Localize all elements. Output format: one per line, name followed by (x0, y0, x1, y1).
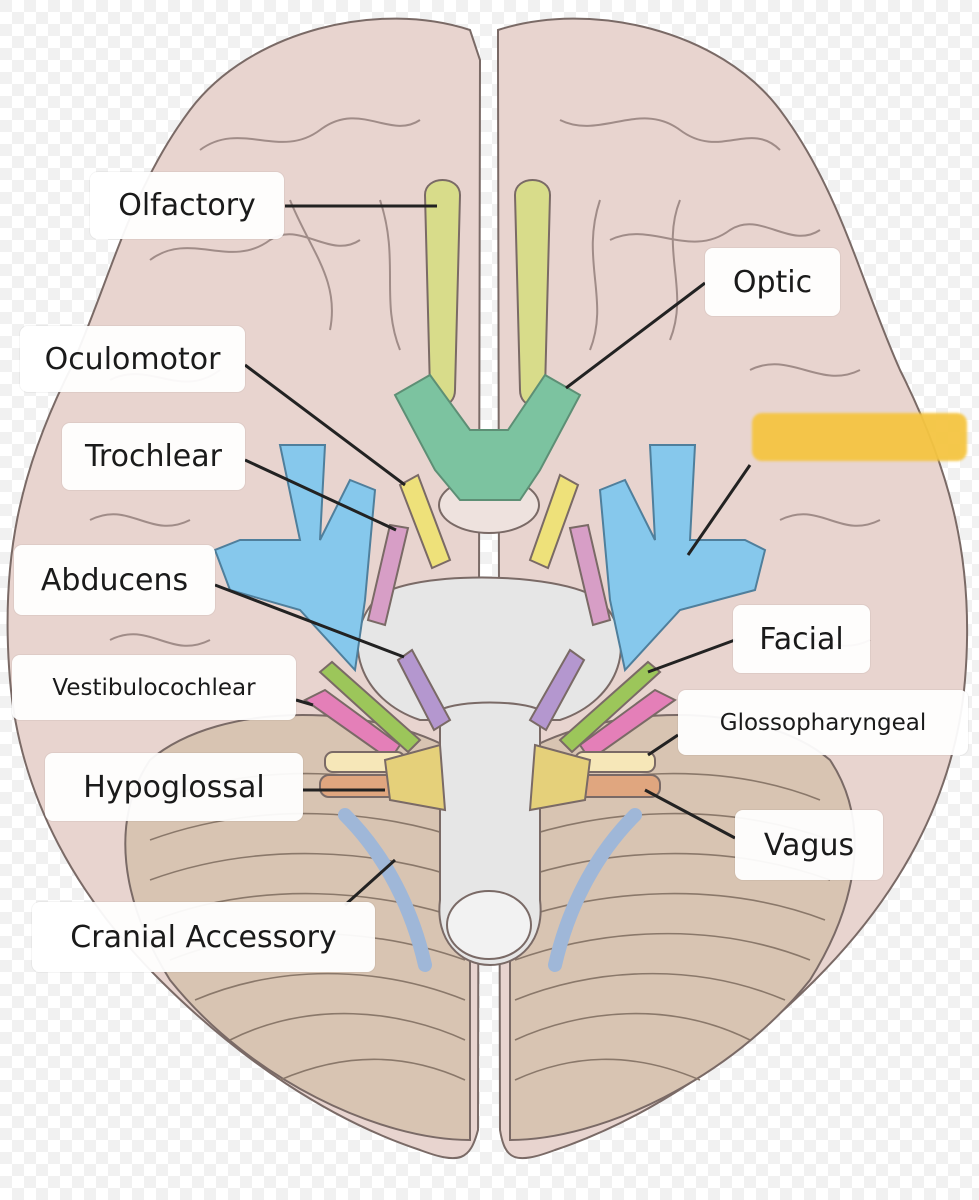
oculomotor-nerve (398, 473, 580, 570)
label-glossopharyngeal: Glossopharyngeal (678, 690, 968, 755)
accessory-nerve (338, 808, 642, 972)
label-optic: Optic (705, 248, 840, 316)
abducens-nerve (396, 648, 586, 732)
leader-lines (214, 204, 752, 907)
label-oculomotor: Oculomotor (20, 326, 245, 392)
label-olfactory: Olfactory (90, 172, 284, 239)
olfactory-nerve (423, 179, 552, 406)
label-cranial-accessory: Cranial Accessory (32, 902, 375, 972)
glossopharyngeal-nerve (324, 751, 656, 773)
label-abducens: Abducens (14, 545, 215, 615)
optic-chiasm (393, 373, 582, 501)
vestibulocochlear-nerve (303, 688, 677, 762)
trigeminal-nerve (213, 444, 767, 673)
hypoglossal-ganglion (383, 743, 592, 812)
label-facial: Facial (733, 605, 870, 673)
label-vestibulocochlear: Vestibulocochlear (12, 655, 296, 720)
trochlear-nerve (366, 523, 612, 627)
label-hypoglossal: Hypoglossal (45, 753, 303, 821)
label-trochlear: Trochlear (62, 423, 245, 490)
redacted-label-highlight (752, 413, 967, 461)
label-vagus: Vagus (735, 810, 883, 880)
